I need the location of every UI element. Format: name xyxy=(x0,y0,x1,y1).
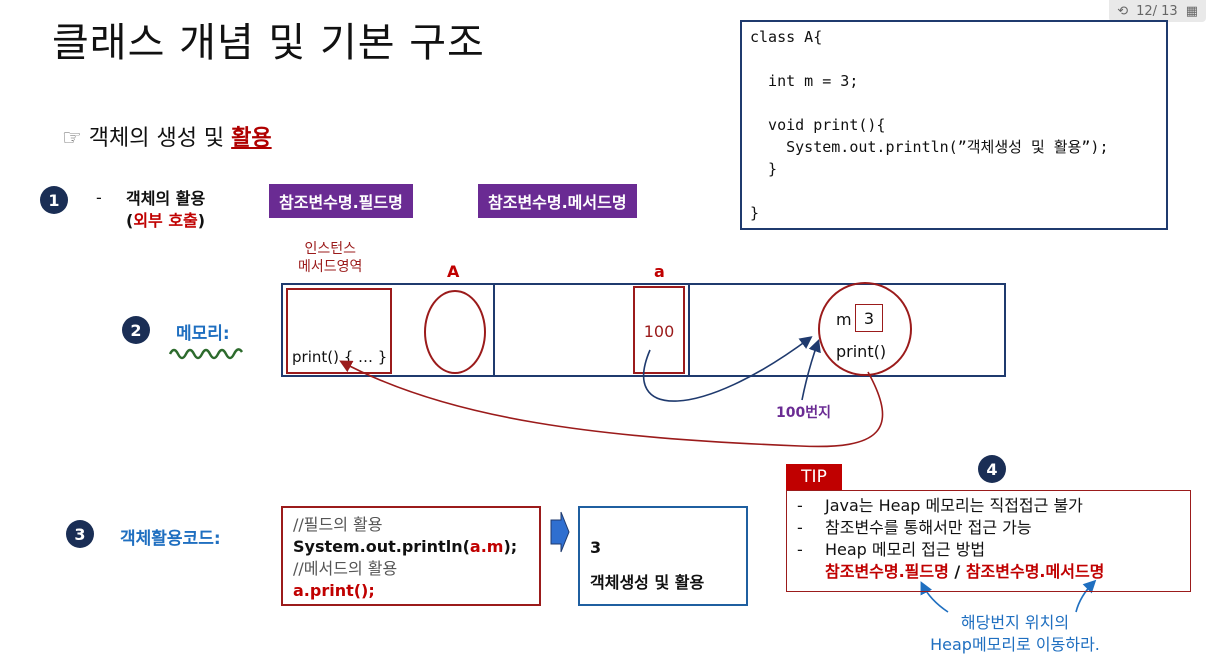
step-1-dash: - xyxy=(96,188,102,207)
step-1-badge: 1 xyxy=(40,186,68,214)
class-code-box: class A{ int m = 3; void print(){ System… xyxy=(740,20,1168,230)
object-code-label: 객체활용코드: xyxy=(120,529,221,549)
method-call-arrow xyxy=(339,360,884,448)
step-1-label-line1: 객체의 활용 xyxy=(126,189,206,208)
tip-dash-3: - xyxy=(797,540,803,559)
address-pointer-arrow xyxy=(801,338,821,401)
divider-1 xyxy=(493,285,495,375)
subtitle-text: 객체의 생성 및 xyxy=(88,126,232,151)
tip-line-1: - Java는 Heap 메모리는 직접접근 불가 xyxy=(797,495,1187,517)
code-line-field-ref: a.m xyxy=(469,537,504,556)
address-label: 100번지 xyxy=(776,405,831,421)
tip-dash-1: - xyxy=(797,496,803,515)
variable-a-box: 100 xyxy=(633,286,685,374)
tip-line-2-text: 참조변수를 통해서만 접근 가능 xyxy=(825,518,1032,537)
field-access-box: 참조변수명.필드명 xyxy=(269,184,413,218)
code-line-field-suffix: ); xyxy=(503,537,518,556)
code-line-field-prefix: System.out.println( xyxy=(293,537,470,556)
code-comment-method: //메서드의 활용 xyxy=(293,559,398,578)
step-1-label: 객체의 활용 (외부 호출) xyxy=(126,188,205,232)
tip-content: - Java는 Heap 메모리는 직접접근 불가 - 참조변수를 통해서만 접근 … xyxy=(797,495,1187,583)
tip-tag: TIP xyxy=(786,464,842,490)
class-a-label: A xyxy=(447,262,460,281)
code-line-method: a.print(); xyxy=(293,581,375,600)
field-name: m xyxy=(836,310,852,329)
tip-note-2: Heap메모리로 이동하라. xyxy=(930,635,1100,654)
result-line-2: 객체생성 및 활용 xyxy=(590,573,705,592)
usage-code-box: //필드의 활용 System.out.println(a.m); //메서드의… xyxy=(281,506,541,606)
tip-line-3: - Heap 메모리 접근 방법 xyxy=(797,539,1187,561)
step-1-label-red: 외부 호출 xyxy=(133,211,198,230)
tip-box: - Java는 Heap 메모리는 직접접근 불가 - 참조변수를 통해서만 접근 … xyxy=(786,490,1191,592)
tip-line-2: - 참조변수를 통해서만 접근 가능 xyxy=(797,517,1187,539)
viewer-toolbar: ⟲ 12/ 13 ▦ xyxy=(1109,0,1206,22)
heap-object-circle xyxy=(818,282,912,376)
paren-close: ) xyxy=(197,211,206,230)
class-code: class A{ int m = 3; void print(){ System… xyxy=(750,28,1109,222)
tip-dash-2: - xyxy=(797,518,803,537)
step-2-badge: 2 xyxy=(122,316,150,344)
class-a-oval xyxy=(424,290,486,374)
slide-title: 클래스 개념 및 기본 구조 xyxy=(52,20,485,66)
reference-arrow xyxy=(642,336,813,402)
tip-separator: / xyxy=(948,562,966,581)
tip-line-4: 참조변수명.필드명 / 참조변수명.메서드명 xyxy=(797,561,1187,583)
note-arrow-left xyxy=(920,581,949,613)
method-area-box: print() { … } xyxy=(286,288,392,374)
tip-method-syntax: 참조변수명.메서드명 xyxy=(965,562,1105,581)
result-box: 3 객체생성 및 활용 xyxy=(578,506,748,606)
method-code: print() { … } xyxy=(292,348,388,366)
code-line-field: System.out.println(a.m); xyxy=(293,536,529,558)
result-arrow xyxy=(550,511,570,553)
squiggle-underline xyxy=(168,348,244,360)
tip-line-3-text: Heap 메모리 접근 방법 xyxy=(825,540,986,559)
variable-a-value: 100 xyxy=(643,322,675,341)
page-indicator: 12/ 13 xyxy=(1136,3,1178,19)
code-comment-field: //필드의 활용 xyxy=(293,515,383,534)
tip-field-syntax: 참조변수명.필드명 xyxy=(825,562,949,581)
divider-2 xyxy=(688,285,690,375)
step-4-badge: 4 xyxy=(978,455,1006,483)
subtitle: ☞ 객체의 생성 및 활용 xyxy=(62,120,272,152)
variable-a-label: a xyxy=(654,262,665,281)
method-area-label-2: 메서드영역 xyxy=(298,259,363,275)
tip-note-1: 해당번지 위치의 xyxy=(960,613,1070,632)
subtitle-highlight: 활용 xyxy=(231,126,272,151)
rotate-icon[interactable]: ⟲ xyxy=(1117,3,1129,19)
object-method: print() xyxy=(836,342,887,361)
tip-line-1-text: Java는 Heap 메모리는 직접접근 불가 xyxy=(825,496,1083,515)
step-3-badge: 3 xyxy=(66,520,94,548)
note-arrow-right xyxy=(1075,579,1097,613)
pointing-hand-icon: ☞ xyxy=(62,126,82,151)
paren-open: ( xyxy=(126,211,134,230)
method-area-label-1: 인스턴스 xyxy=(304,241,356,257)
tip-note: 해당번지 위치의 Heap메모리로 이동하라. xyxy=(900,612,1130,656)
grid-view-icon[interactable]: ▦ xyxy=(1185,3,1198,19)
method-access-box: 참조변수명.메서드명 xyxy=(478,184,637,218)
method-area-label: 인스턴스 메서드영역 xyxy=(298,240,362,276)
field-value-box: 3 xyxy=(855,304,883,332)
memory-label: 메모리: xyxy=(176,324,230,344)
result-line-1: 3 xyxy=(590,538,602,557)
